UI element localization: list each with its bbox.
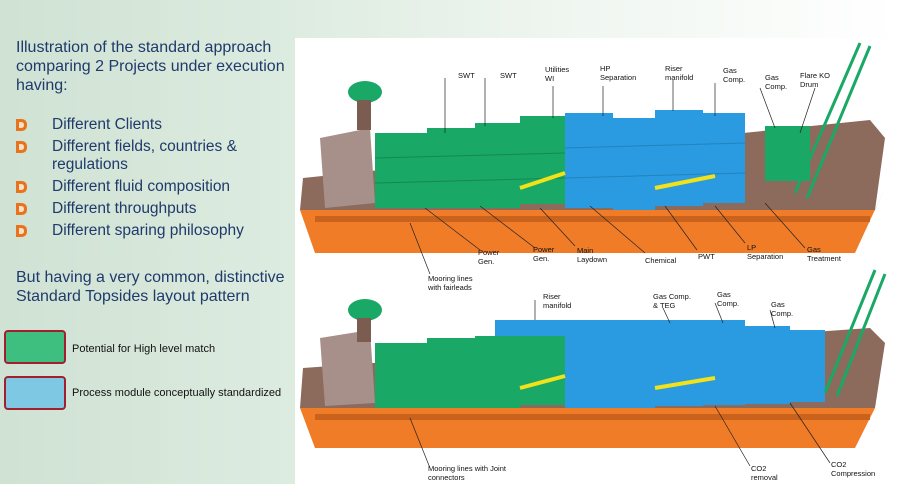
top-label-lp-separation: LP Separation: [747, 243, 784, 261]
bottom-blue-modules: [495, 320, 825, 408]
top-label-mooring-fairleads: Mooring lines with fairleads: [428, 274, 473, 292]
intro-text: Illustration of the standard approach co…: [16, 39, 285, 94]
outro-text: But having a very common, distinctive St…: [16, 269, 285, 305]
top-label-flare-ko-drum: Flare KO Drum: [800, 71, 831, 89]
top-label-power-gen-2: Power Gen.: [533, 245, 555, 263]
top-label-main-laydown: Main Laydown: [577, 246, 608, 264]
bullet-icon: [16, 203, 27, 215]
legend-swatch-green: [4, 330, 66, 364]
top-label-chemical: Chemical: [645, 256, 677, 265]
top-label-gas-treatment: Gas Treatment: [807, 245, 841, 263]
bullet-item: Different throughputs: [16, 200, 291, 218]
top-label-utilities-wi: Utilities WI: [545, 65, 570, 83]
left-panel: Illustration of the standard approach co…: [0, 0, 295, 484]
top-label-gas-comp-2: Gas Comp.: [765, 73, 788, 91]
bullet-icon: [16, 225, 27, 237]
bottom-label-gas-comp-2: Gas Comp.: [771, 300, 794, 318]
legend-label-green: Potential for High level match: [72, 343, 216, 355]
bullet-item: Different fields, countries & regulation…: [16, 138, 291, 174]
bullet-icon: [16, 119, 27, 131]
fpso-illustration: SWT SWT Utilities WI HP Separation Riser…: [295, 38, 900, 484]
top-label-gas-comp-1: Gas Comp.: [723, 66, 746, 84]
legend-swatch-blue: [4, 376, 66, 410]
bottom-label-co2-removal: CO2 removal: [751, 464, 778, 482]
top-ship: [300, 42, 885, 275]
top-label-hp-separation: HP Separation: [600, 64, 637, 82]
bottom-label-co2-compression: CO2 Compression: [831, 460, 876, 478]
bullet-icon: [16, 141, 27, 153]
top-label-power-gen-1: Power Gen.: [478, 248, 500, 266]
bottom-flare-boom: [823, 269, 887, 397]
bottom-green-modules: [375, 333, 565, 408]
bottom-label-riser-manifold: Riser manifold: [543, 292, 572, 310]
legend-label-blue: Process module conceptually standardized: [72, 387, 282, 399]
bottom-ship: [300, 269, 887, 469]
bottom-label-mooring-joint: Mooring lines with Joint connectors: [428, 464, 506, 482]
top-blue-modules: [565, 110, 745, 210]
top-label-pwt: PWT: [698, 252, 715, 261]
bullet-item: Different fluid composition: [16, 178, 291, 196]
bottom-label-gas-comp-teg: Gas Comp. & TEG: [653, 292, 691, 310]
top-flare-boom: [793, 42, 872, 199]
top-green-modules: [375, 116, 810, 208]
bottom-label-gas-comp-1: Gas Comp.: [717, 290, 740, 308]
bullet-item: Different Clients: [16, 116, 291, 134]
fpso-drawing: [300, 42, 887, 469]
top-label-riser-manifold: Riser manifold: [665, 64, 694, 82]
bullet-list: Different Clients Different fields, coun…: [16, 116, 291, 244]
top-label-swt-2: SWT: [500, 71, 517, 80]
top-label-swt-1: SWT: [458, 71, 475, 80]
bullet-icon: [16, 181, 27, 193]
bullet-item: Different sparing philosophy: [16, 222, 291, 240]
